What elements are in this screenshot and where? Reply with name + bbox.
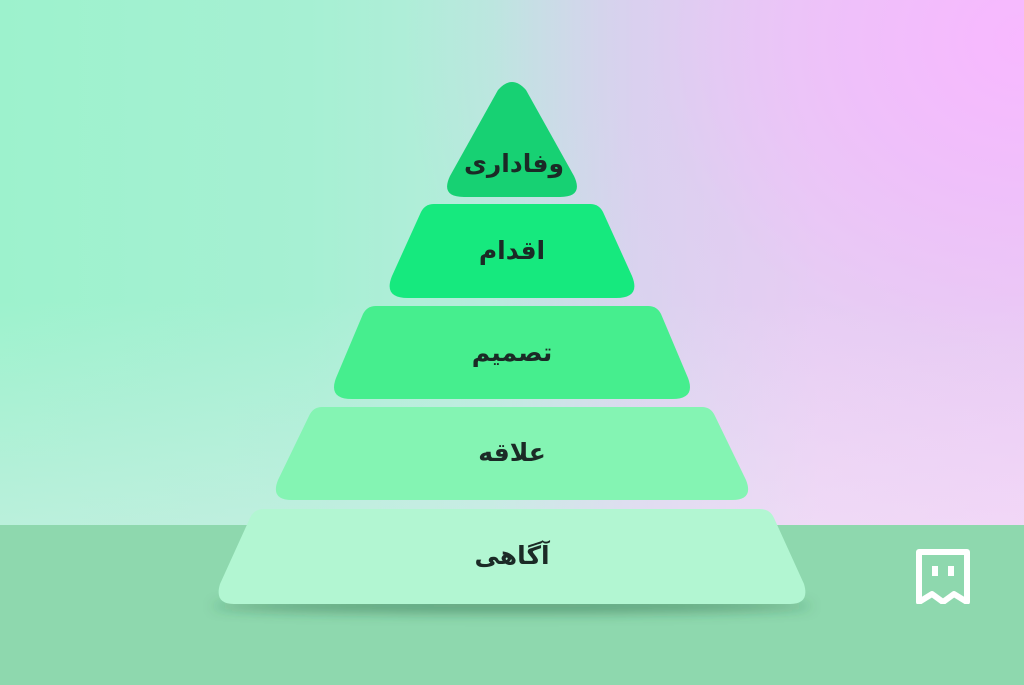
- pyramid-level-shape: [389, 204, 635, 298]
- pyramid-level-interest: علاقه: [275, 407, 749, 500]
- pyramid-level-loyalty: وفاداری: [447, 82, 577, 197]
- pyramid-level-label: اقدام: [479, 236, 545, 265]
- bookmark-speech-logo-icon: [916, 549, 970, 604]
- pyramid-level-shape: [334, 306, 690, 399]
- pyramid-level-shape: [218, 509, 806, 604]
- pyramid-level-action: اقدام: [389, 204, 635, 298]
- pyramid-level-awareness: آگاهی: [218, 509, 806, 604]
- pyramid-level-label: تصمیم: [472, 338, 553, 367]
- pyramid-level-decision: تصمیم: [334, 306, 690, 399]
- pyramid-level-shape: [447, 82, 577, 197]
- pyramid-level-label: علاقه: [478, 438, 546, 467]
- pyramid-level-label: آگاهی: [474, 540, 551, 570]
- pyramid-level-label: وفاداری: [464, 149, 564, 179]
- pyramid-level-shape: [275, 407, 749, 500]
